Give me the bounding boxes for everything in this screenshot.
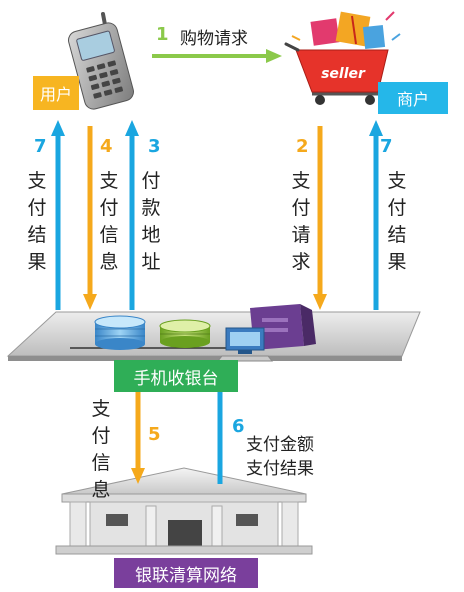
merchant-label: 商户	[378, 82, 448, 114]
arrow-step-2	[313, 126, 327, 310]
step-4-text: 支付信息	[99, 170, 119, 273]
platform	[6, 311, 421, 361]
disk-stack-icon	[159, 319, 211, 348]
computer-icon	[216, 304, 316, 362]
step-2-number: 2	[296, 136, 309, 157]
bank-building-icon	[55, 467, 313, 555]
unionpay-network-label: 银联清算网络	[114, 558, 258, 588]
arrow-step-3	[125, 120, 139, 310]
step-6-text-line1: 支付金额	[246, 435, 314, 455]
step-6-number: 6	[232, 416, 245, 437]
step-7-right-text: 支付结果	[387, 170, 407, 273]
mobile-cashier-label: 手机收银台	[114, 360, 238, 392]
step-4-number: 4	[100, 136, 113, 157]
arrow-step-5	[131, 392, 145, 484]
seller-tag: seller	[321, 66, 366, 82]
step-3-text: 付款地址	[141, 170, 161, 273]
step-7-right-number: 7	[380, 136, 393, 157]
database-icon	[94, 315, 146, 350]
step-5-number: 5	[148, 424, 161, 445]
step-1-number: 1	[156, 24, 169, 45]
step-3-number: 3	[148, 136, 161, 157]
step-7-left-number: 7	[34, 136, 47, 157]
mobile-phone-icon	[68, 12, 134, 110]
arrow-step-7-right	[369, 120, 383, 310]
shopping-cart-icon	[284, 11, 401, 105]
user-label: 用户	[33, 76, 79, 110]
step-2-text: 支付请求	[291, 170, 311, 273]
arrow-step-1	[152, 49, 282, 63]
step-6-text-line2: 支付结果	[246, 459, 314, 479]
step-5-text: 支付信息	[91, 398, 111, 501]
arrow-step-7-left	[51, 120, 65, 310]
step-7-left-text: 支付结果	[27, 170, 47, 273]
arrow-step-4	[83, 126, 97, 310]
step-1-text: 购物请求	[180, 29, 248, 49]
